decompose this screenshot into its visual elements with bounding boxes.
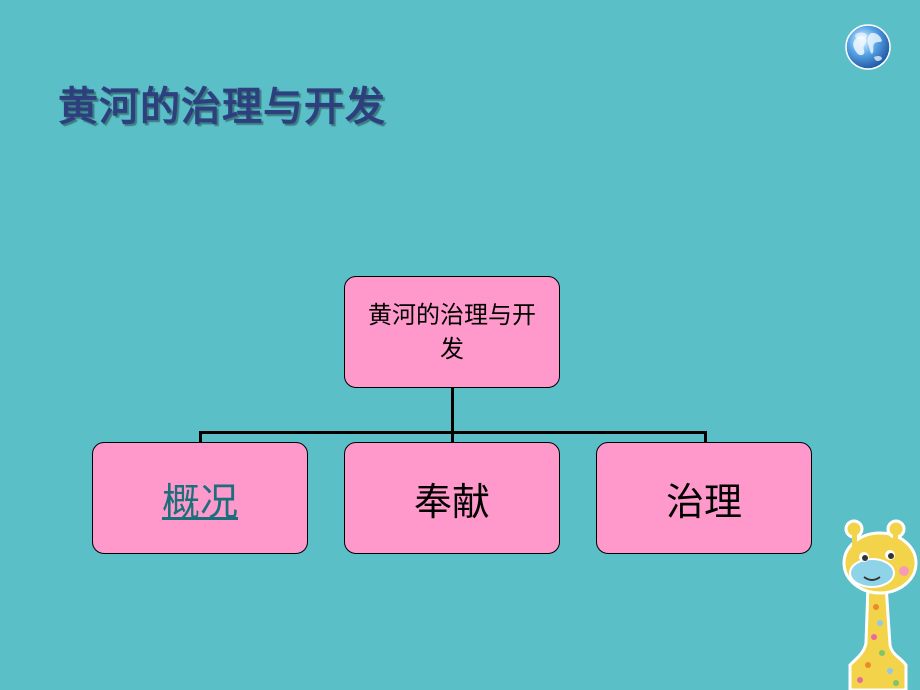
slide-title: 黄河的治理与开发 [58,84,386,130]
contribution-label: 奉献 [413,479,490,524]
connector-child-2 [451,431,454,443]
globe-icon [845,24,891,70]
overview-link[interactable]: 概况 [161,479,238,524]
diagram-node-overview[interactable]: 概况 [92,442,308,554]
connector-root-down [451,388,454,433]
governance-label: 治理 [665,479,742,524]
diagram-node-contribution: 奉献 [344,442,560,554]
giraffe-icon [842,519,918,690]
connector-child-1 [199,431,202,443]
connector-child-3 [704,431,707,443]
diagram-root-label: 黄河的治理与开发 [368,301,536,363]
diagram-node-governance: 治理 [596,442,812,554]
diagram-root-node: 黄河的治理与开发 [344,276,560,388]
